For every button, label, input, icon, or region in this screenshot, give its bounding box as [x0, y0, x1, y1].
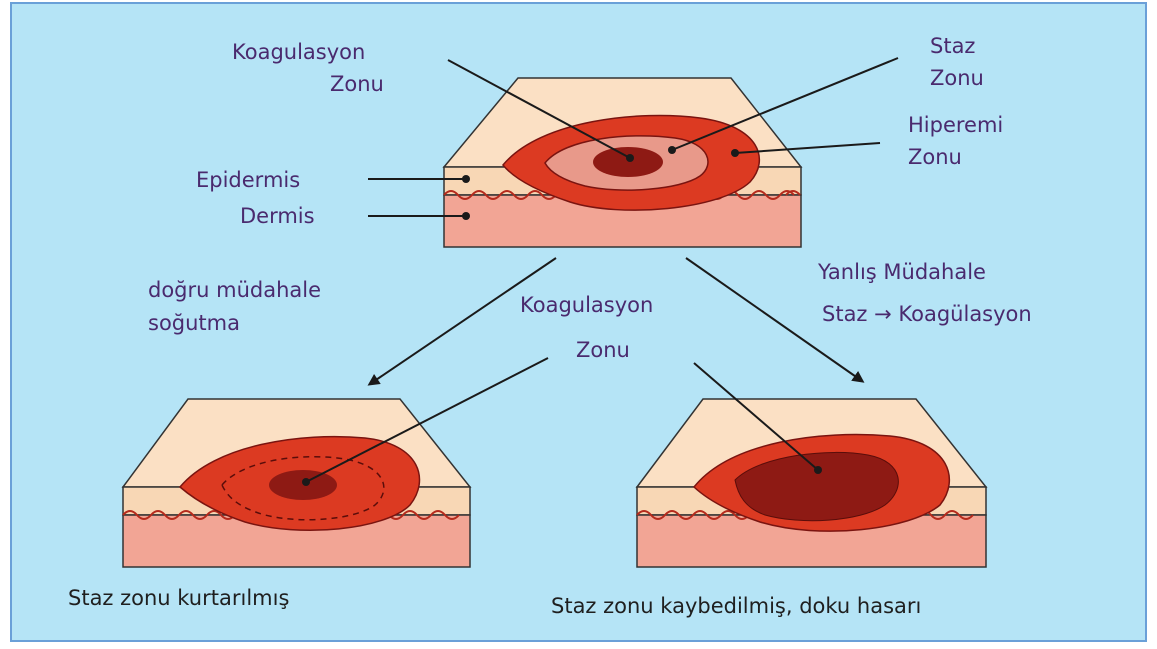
label-koagulasyon-mid-line2: Zonu: [576, 340, 630, 361]
dot-hiperemi: [731, 149, 739, 157]
label-koagulasyon-top-line1: Koagulasyon: [232, 42, 365, 63]
skin-block-top: [444, 78, 801, 247]
dot-dermis: [462, 212, 470, 220]
label-hiperemi-line2: Zonu: [908, 147, 962, 168]
dot-koag-left: [302, 478, 310, 486]
dot-koag-right: [814, 466, 822, 474]
coagulation-zone-top: [593, 147, 663, 177]
label-yanlis-mudahale-line1: Yanlış Müdahale: [818, 262, 986, 283]
caption-staz-kurtarilmis: Staz zonu kurtarılmış: [68, 588, 289, 609]
label-hiperemi-line1: Hiperemi: [908, 115, 1003, 136]
dot-epidermis: [462, 175, 470, 183]
dot-staz: [668, 146, 676, 154]
label-yanlis-mudahale-line2: Staz → Koagülasyon: [822, 304, 1032, 325]
label-koagulasyon-mid-line1: Koagulasyon: [520, 295, 653, 316]
coagulation-zone-left: [269, 470, 337, 500]
label-koagulasyon-top-line2: Zonu: [330, 74, 384, 95]
label-dermis: Dermis: [240, 206, 315, 227]
label-dogru-mudahale-line2: soğutma: [148, 313, 240, 334]
label-dogru-mudahale-line1: doğru müdahale: [148, 280, 321, 301]
label-staz-line1: Staz: [930, 36, 975, 57]
label-epidermis: Epidermis: [196, 170, 300, 191]
skin-block-right: [637, 399, 986, 567]
caption-staz-kaybedilmis: Staz zonu kaybedilmiş, doku hasarı: [551, 596, 921, 617]
arrow-to-saved: [370, 258, 556, 384]
label-staz-line2: Zonu: [930, 68, 984, 89]
dot-koag-top: [626, 154, 634, 162]
